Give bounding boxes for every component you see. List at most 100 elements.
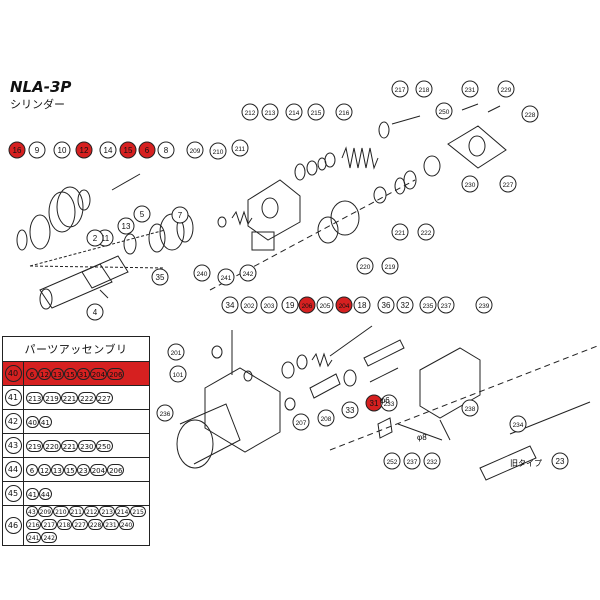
callout-label: 209 xyxy=(190,148,201,155)
part-number-chip: 13 xyxy=(50,367,64,380)
callout-label: 10 xyxy=(58,146,67,155)
callout-circle xyxy=(435,102,453,120)
callout-circle xyxy=(461,399,479,417)
housing-part-211 xyxy=(247,179,301,241)
callout-label: 219 xyxy=(385,264,396,271)
callout-label: 238 xyxy=(465,406,476,413)
callout-label: 202 xyxy=(244,303,255,310)
spring-part-216 xyxy=(341,146,379,170)
ring-part-10a xyxy=(48,191,76,233)
callout-label: 213 xyxy=(265,110,276,117)
callout-label: 13 xyxy=(122,222,131,231)
bolt-part-231 xyxy=(461,103,479,111)
callout-label: 16 xyxy=(13,146,22,155)
part-number-chip: 12 xyxy=(38,463,51,476)
assembly-number-label: 41 xyxy=(4,389,22,406)
callout-label: 9 xyxy=(35,146,40,155)
ring-part-215 xyxy=(324,152,336,168)
callout-228: 228 xyxy=(521,105,539,123)
rod-part-4 xyxy=(99,289,109,299)
callout-208: 208 xyxy=(317,409,335,427)
tube-part-21 xyxy=(479,445,537,481)
callout-101: 101 xyxy=(169,365,187,383)
callout-circle xyxy=(521,105,539,123)
part-number-chip: 15 xyxy=(63,367,77,380)
assembly-number: 46 xyxy=(2,505,24,546)
callout-label: 205 xyxy=(320,303,331,310)
callout-label: 235 xyxy=(423,303,434,310)
part-number-chip: 213 xyxy=(26,391,44,404)
callout-circle xyxy=(169,365,187,383)
callout-label: 215 xyxy=(311,110,322,117)
phi8-label: φ8 xyxy=(417,433,427,442)
callout-215: 215 xyxy=(307,103,325,121)
part-number-chip: 43 xyxy=(26,506,38,517)
callout-label: 14 xyxy=(104,146,113,155)
callout-circle xyxy=(377,296,395,314)
part-number-chip: 213 xyxy=(99,506,115,517)
callout-label: 240 xyxy=(197,271,208,278)
callout-label: 210 xyxy=(213,149,224,156)
callout-circle xyxy=(341,401,359,419)
cylinder-end-2 xyxy=(39,288,53,310)
callout-circle xyxy=(499,175,517,193)
callout-circle xyxy=(281,296,299,314)
callout-label: 203 xyxy=(264,303,275,310)
block-part-240 xyxy=(251,231,275,251)
ring-part-206 xyxy=(296,354,308,370)
callout-237: 237 xyxy=(403,452,421,470)
callout-label: 220 xyxy=(360,264,371,271)
callout-label: 207 xyxy=(296,420,307,427)
callout-circle xyxy=(8,141,26,159)
callout-label: 214 xyxy=(289,110,300,117)
callout-36: 36 xyxy=(377,296,395,314)
callout-label: 232 xyxy=(427,459,438,466)
callout-217: 217 xyxy=(391,80,409,98)
rod-part-18 xyxy=(329,325,373,357)
callout-212: 212 xyxy=(241,103,259,121)
part-number-chip: 23 xyxy=(76,463,90,476)
callout-201: 201 xyxy=(167,343,185,361)
assembly-number: 40 xyxy=(2,361,24,386)
callout-circle xyxy=(241,103,259,121)
callout-241: 241 xyxy=(217,268,235,286)
ring-part-219 xyxy=(373,186,387,204)
callout-label: 2 xyxy=(93,234,98,243)
callout-circle xyxy=(509,415,527,433)
callout-circle xyxy=(171,206,189,224)
callout-label: 239 xyxy=(479,303,490,310)
part-number-chip: 219 xyxy=(43,391,61,404)
part-number-chip: 250 xyxy=(95,439,113,452)
callout-14: 14 xyxy=(99,141,117,159)
callout-circle xyxy=(307,103,325,121)
callout-33: 33 xyxy=(341,401,359,419)
ring-part-209 xyxy=(217,216,227,228)
callout-circle xyxy=(391,80,409,98)
ring-part-221 xyxy=(394,177,406,195)
callout-23: 23 xyxy=(551,452,569,470)
callout-circle xyxy=(285,103,303,121)
ring-part-9 xyxy=(29,214,51,250)
assembly-number: 45 xyxy=(2,481,24,506)
callout-circle xyxy=(391,223,409,241)
callout-label: 241 xyxy=(221,275,232,282)
callout-label: 216 xyxy=(339,110,350,117)
callout-circle xyxy=(475,296,493,314)
body-bore-101 xyxy=(176,419,214,469)
callout-circle xyxy=(381,257,399,275)
callout-216: 216 xyxy=(335,103,353,121)
assembly-number-label: 46 xyxy=(4,517,22,534)
callout-circle xyxy=(151,268,169,286)
callout-10: 10 xyxy=(53,141,71,159)
callout-circle xyxy=(551,452,569,470)
part-number-chip: 221 xyxy=(60,391,79,404)
callout-circle xyxy=(209,142,227,160)
callout-32: 32 xyxy=(396,296,414,314)
callout-circle xyxy=(403,452,421,470)
callout-circle xyxy=(423,452,441,470)
callout-229: 229 xyxy=(497,80,515,98)
